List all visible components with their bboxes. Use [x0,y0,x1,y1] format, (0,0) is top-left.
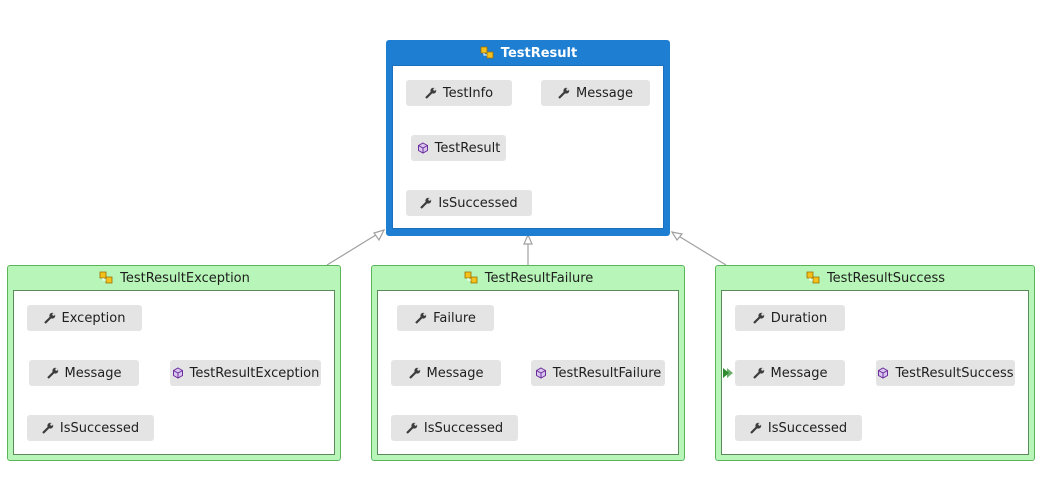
member-label: Message [770,365,828,381]
class-header-testresultexception[interactable]: TestResultException [8,266,340,290]
member-label: TestResultException [189,365,320,381]
wrench-icon [425,87,437,99]
inherit-arrowhead-exception [373,229,386,242]
class-icon [463,271,479,285]
member-duration[interactable]: Duration [735,305,845,331]
class-header-testresult[interactable]: TestResult [387,41,669,65]
wrench-icon [43,312,56,324]
cube-icon [535,367,547,379]
wrench-icon [406,422,418,434]
member-label: IsSuccessed [423,420,504,436]
member-failure[interactable]: Failure [397,305,494,331]
member-label: IsSuccessed [767,420,848,436]
member-issuccessed[interactable]: IsSuccessed [406,190,532,216]
class-header-testresultfailure[interactable]: TestResultFailure [372,266,684,290]
member-issuccessed[interactable]: IsSuccessed [391,415,518,441]
cube-icon [877,367,889,379]
member-message[interactable]: Message [541,80,650,106]
class-header-testresultsuccess[interactable]: TestResultSuccess [716,266,1034,290]
member-ctor-testresultsuccess[interactable]: TestResultSuccess [876,360,1015,386]
class-icon [479,46,495,60]
class-title-testresultsuccess: TestResultSuccess [826,270,946,286]
member-label: TestResultSuccess [895,365,1014,381]
member-testinfo[interactable]: TestInfo [406,80,512,106]
wrench-icon [408,367,421,379]
entry-arrow-icon [723,368,733,378]
member-label: Failure [433,310,476,326]
member-message[interactable]: Message [391,360,501,386]
inherit-arrowhead-failure [523,233,533,245]
wrench-icon [420,197,432,209]
class-title-testresultexception: TestResultException [120,270,250,286]
inherit-arrowhead-success [670,231,684,242]
wrench-icon [415,312,427,324]
class-title-testresultfailure: TestResultFailure [484,270,594,286]
member-issuccessed[interactable]: IsSuccessed [735,415,862,441]
wrench-icon [46,367,59,379]
wrench-icon [752,367,765,379]
member-message[interactable]: Message [29,360,139,386]
class-icon [805,271,821,285]
wrench-icon [750,422,762,434]
inherit-line-success [671,231,727,266]
member-label: IsSuccessed [438,195,518,211]
member-label: Duration [770,310,828,326]
member-label: Message [64,365,122,381]
member-ctor-testresultfailure[interactable]: TestResultFailure [531,360,665,386]
wrench-icon [558,87,570,99]
wrench-icon [752,312,765,324]
member-label: TestInfo [442,85,494,101]
member-ctor-testresult[interactable]: TestResult [411,135,506,161]
inherit-line-exception [326,229,385,266]
member-issuccessed[interactable]: IsSuccessed [27,415,154,441]
cube-icon [172,367,184,379]
cube-icon [417,142,429,154]
member-exception[interactable]: Exception [27,305,142,331]
member-label: IsSuccessed [59,420,140,436]
member-label: TestResult [434,140,501,156]
class-title-testresult: TestResult [500,45,578,61]
member-message[interactable]: Message [735,360,845,386]
member-label: Exception [61,310,126,326]
member-ctor-testresultexception[interactable]: TestResultException [170,360,321,386]
wrench-icon [42,422,54,434]
class-icon [98,271,114,285]
member-label: TestResultFailure [552,365,662,381]
member-label: Message [426,365,484,381]
member-label: Message [576,85,633,101]
